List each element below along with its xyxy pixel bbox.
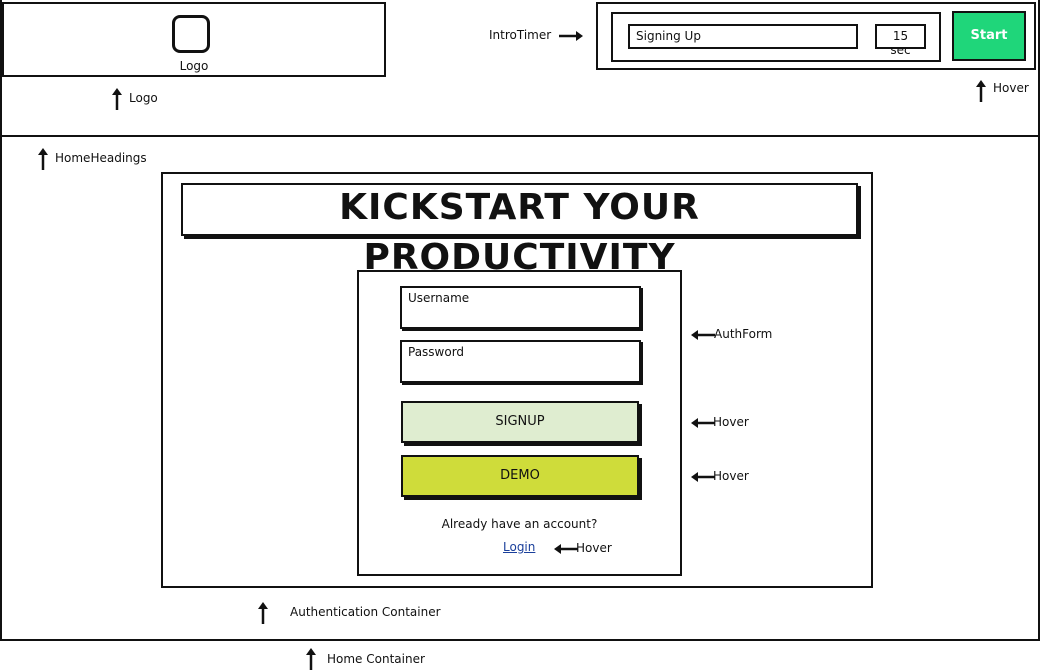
intro-timer [611, 12, 941, 62]
annotation-hover-start: Hover [993, 81, 1029, 95]
logo-caption: Logo [179, 59, 209, 73]
header-container [0, 0, 1040, 137]
arrow-left-icon [691, 418, 715, 428]
logo-container: Logo [2, 2, 386, 77]
auth-form [357, 270, 682, 576]
annotation-home-headings: HomeHeadings [55, 151, 147, 165]
demo-button[interactable]: DEMO [401, 455, 639, 497]
logo-icon [172, 15, 210, 53]
already-have-account-text: Already have an account? [441, 517, 598, 531]
arrow-left-icon [554, 544, 578, 554]
signup-button[interactable]: SIGNUP [401, 401, 639, 443]
arrow-up-icon [38, 148, 48, 170]
annotation-hover-signup: Hover [713, 415, 749, 429]
annotation-hover-login: Hover [576, 541, 612, 555]
timer-seconds: 15 sec [875, 24, 926, 57]
annotation-auth-form: AuthForm [714, 327, 773, 341]
arrow-left-icon [691, 472, 715, 482]
password-input[interactable]: Password [400, 340, 641, 383]
page-title: KICKSTART YOUR PRODUCTIVITY [339, 187, 700, 278]
arrow-up-icon [976, 80, 986, 102]
start-button[interactable]: Start [952, 11, 1026, 61]
home-headings [181, 183, 858, 236]
login-link[interactable]: Login [503, 540, 536, 554]
arrow-left-icon [691, 330, 715, 340]
annotation-hover-demo: Hover [713, 469, 749, 483]
annotation-logo: Logo [129, 91, 158, 105]
arrow-up-icon [306, 648, 316, 670]
annotation-auth-container: Authentication Container [290, 605, 441, 619]
username-input[interactable]: Username [400, 286, 641, 329]
home-container [0, 137, 1040, 641]
timer-status-field: Signing Up [628, 24, 858, 49]
authentication-container [161, 172, 873, 588]
arrow-right-icon [559, 31, 583, 41]
arrow-up-icon [112, 88, 122, 110]
annotation-home-container: Home Container [327, 652, 425, 666]
arrow-up-icon [258, 602, 268, 624]
annotation-intro-timer: IntroTimer [489, 28, 552, 42]
